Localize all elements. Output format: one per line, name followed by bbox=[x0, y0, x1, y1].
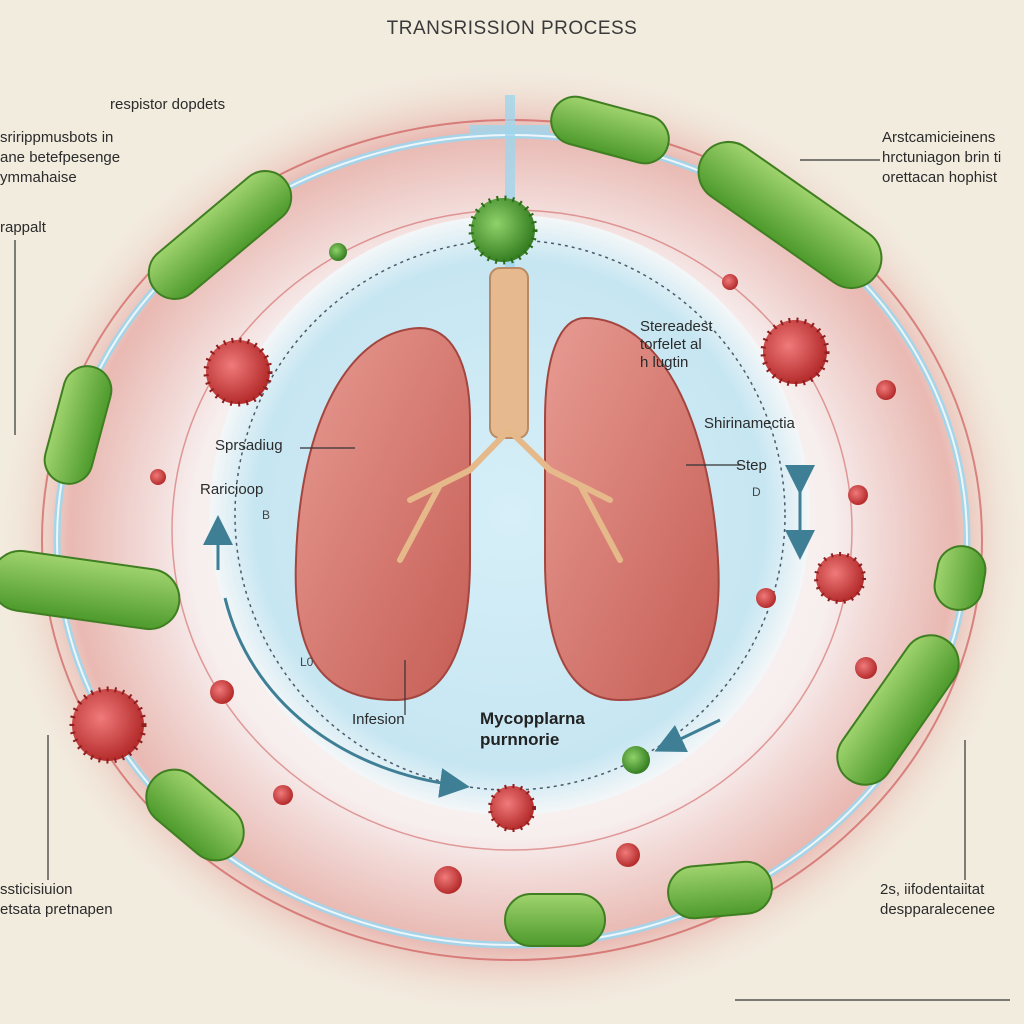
label-left-block-line: ymmahaise bbox=[0, 169, 77, 186]
bacterium bbox=[667, 860, 773, 920]
label-pathogen-line: purnnorie bbox=[480, 730, 560, 749]
label-small-mark: L0 bbox=[300, 655, 314, 669]
bacterium bbox=[147, 170, 293, 300]
label-inner-top-right-line: torfelet al bbox=[640, 336, 702, 353]
red-virus bbox=[69, 686, 147, 764]
bacterium bbox=[933, 545, 987, 611]
red-virus bbox=[814, 552, 866, 604]
bacterium bbox=[550, 95, 670, 165]
label-bottom-right-line: 2s, iifodentaiitat bbox=[880, 881, 985, 898]
label-top-right-line: orettacan hophist bbox=[882, 169, 998, 186]
red-virus bbox=[756, 588, 776, 608]
bacterium bbox=[0, 549, 181, 631]
red-virus bbox=[722, 274, 738, 290]
label-bottom-left-line: ssticisiuion bbox=[0, 881, 73, 898]
right-lung bbox=[544, 316, 720, 702]
label-inner-top-right-line: h lugtin bbox=[640, 354, 689, 371]
red-virus bbox=[488, 784, 536, 832]
label-inner-right: Shirinamectia bbox=[704, 415, 795, 432]
bacteria-group bbox=[0, 95, 987, 947]
bacterium bbox=[43, 365, 113, 485]
label-bottom-left: ssticisiuion etsata pretnapen bbox=[0, 880, 113, 920]
bacterium bbox=[836, 634, 960, 786]
label-top-right-line: hrctuniagon brin ti bbox=[882, 149, 1002, 166]
red-virus bbox=[273, 785, 293, 805]
label-bottom-left-line: etsata pretnapen bbox=[0, 901, 113, 918]
label-left-block-line: ane betefpesenge bbox=[0, 149, 121, 166]
page-title: TRANSRISSION PROCESS bbox=[386, 18, 638, 39]
label-inner-top-right: Stereadest torfelet al h lugtin bbox=[640, 318, 713, 372]
green-virus bbox=[468, 195, 538, 265]
label-raricioop: Raricioop bbox=[200, 481, 264, 498]
red-virus bbox=[876, 380, 896, 400]
label-top-right: Arstcamicieinens hrctuniagon brin ti ore… bbox=[882, 128, 1001, 188]
label-spreading: Sprsadiug bbox=[215, 437, 283, 454]
bacterium bbox=[504, 893, 606, 947]
trachea bbox=[489, 267, 529, 439]
left-lung bbox=[294, 326, 471, 702]
red-virus bbox=[848, 485, 868, 505]
label-left-mid: rappalt bbox=[0, 219, 46, 236]
lungs bbox=[294, 267, 720, 702]
label-respiratory-droplets: respistor dopdets bbox=[110, 96, 226, 113]
red-virus bbox=[855, 657, 877, 679]
label-bottom-right-line: despparalecenee bbox=[880, 901, 996, 918]
leader-lines bbox=[14, 159, 1010, 1001]
label-bottom-right: 2s, iifodentaiitat despparalecenee bbox=[880, 880, 995, 920]
label-pathogen-line: Mycopplarna bbox=[480, 709, 585, 728]
label-raricioop-sub: B bbox=[262, 508, 271, 522]
red-virus bbox=[150, 469, 166, 485]
red-virus-group bbox=[69, 274, 896, 894]
green-virus bbox=[622, 746, 650, 774]
bacterium bbox=[145, 768, 245, 862]
label-inner-top-right-line: Stereadest bbox=[640, 318, 713, 335]
label-left-block-line: sririppmusbots in bbox=[0, 129, 114, 146]
label-step: Step bbox=[736, 457, 767, 474]
arrow-bottom-right bbox=[654, 718, 721, 753]
red-virus bbox=[760, 317, 830, 387]
red-virus bbox=[616, 843, 640, 867]
green-virus bbox=[329, 243, 347, 261]
red-virus bbox=[203, 337, 273, 407]
arrow-bottom-left bbox=[223, 597, 470, 798]
bronchi bbox=[397, 427, 623, 563]
cycle-arrows bbox=[203, 465, 815, 798]
label-pathogen: Mycopplarna purnnorie bbox=[480, 708, 585, 750]
label-left-block: sririppmusbots in ane betefpesenge ymmah… bbox=[0, 128, 120, 188]
bacterium bbox=[697, 140, 883, 290]
red-virus bbox=[210, 680, 234, 704]
label-step-sub: D bbox=[752, 485, 761, 499]
top-tube bbox=[505, 95, 515, 275]
red-virus bbox=[434, 866, 462, 894]
label-infesion: Infesion bbox=[352, 711, 405, 728]
label-top-right-line: Arstcamicieinens bbox=[882, 129, 996, 146]
